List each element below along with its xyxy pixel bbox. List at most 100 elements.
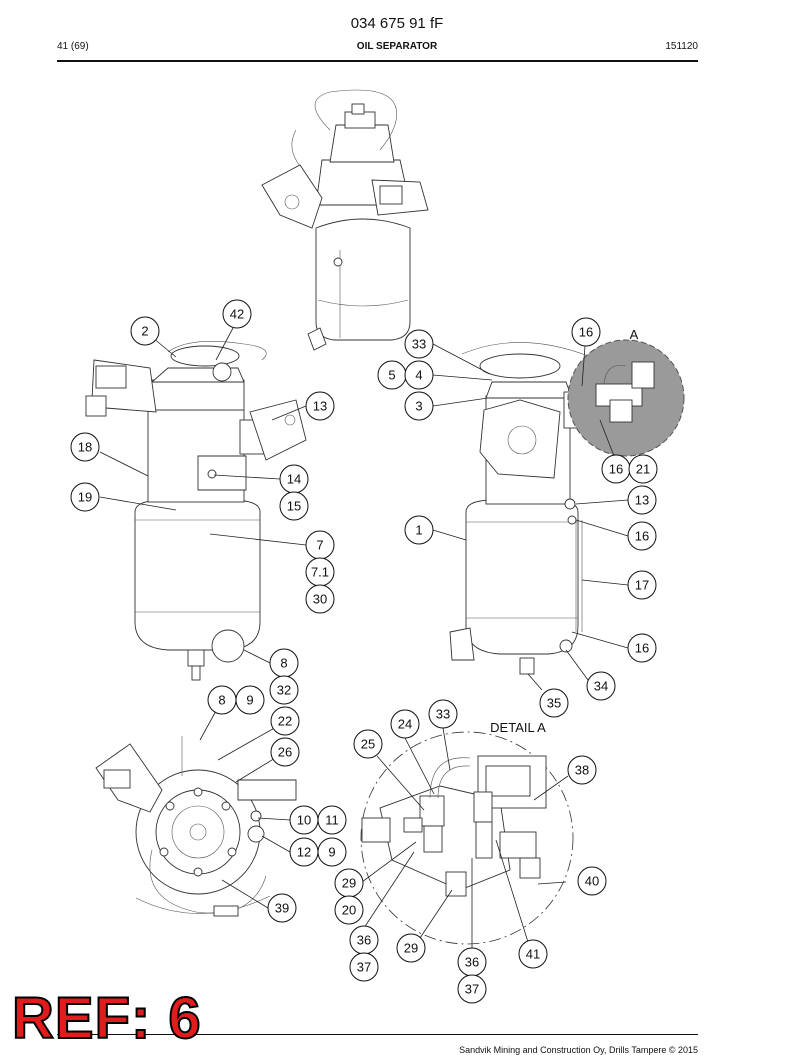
document-number: 034 675 91 fF xyxy=(350,15,444,32)
callout-16: 16 xyxy=(627,633,657,663)
callout-8: 8 xyxy=(269,648,299,678)
svg-text:39: 39 xyxy=(275,901,289,916)
svg-text:22: 22 xyxy=(278,714,292,729)
svg-text:16: 16 xyxy=(635,529,649,544)
callout-34: 34 xyxy=(586,671,616,701)
svg-text:25: 25 xyxy=(361,737,375,752)
callout-29: 29 xyxy=(334,868,364,898)
callout-16: 16 xyxy=(571,317,601,347)
callout-33: 33 xyxy=(428,699,458,729)
callout-12: 12 xyxy=(289,837,319,867)
callout-9: 9 xyxy=(317,837,347,867)
callout-22: 22 xyxy=(270,706,300,736)
callout-36: 36 xyxy=(349,925,379,955)
callout-13: 13 xyxy=(627,485,657,515)
svg-text:38: 38 xyxy=(575,763,589,778)
footer-copyright: Sandvik Mining and Construction Oy, Dril… xyxy=(459,1045,698,1055)
svg-text:5: 5 xyxy=(388,368,395,383)
svg-text:8: 8 xyxy=(218,693,225,708)
svg-text:18: 18 xyxy=(78,440,92,455)
callout-2: 2 xyxy=(130,316,160,346)
svg-text:30: 30 xyxy=(313,592,327,607)
svg-text:20: 20 xyxy=(342,903,356,918)
svg-text:26: 26 xyxy=(278,745,292,760)
section-title: OIL SEPARATOR xyxy=(356,41,438,52)
svg-text:15: 15 xyxy=(287,499,301,514)
svg-text:13: 13 xyxy=(313,399,327,414)
callout-38: 38 xyxy=(567,755,597,785)
ref-stamp: REF: 6 xyxy=(11,986,202,1051)
leader-lines xyxy=(99,327,629,950)
callout-7-1: 7.1 xyxy=(305,557,335,587)
callout-39: 39 xyxy=(267,893,297,923)
svg-text:10: 10 xyxy=(297,813,311,828)
svg-text:4: 4 xyxy=(415,368,422,383)
svg-text:19: 19 xyxy=(78,490,92,505)
callout-33: 33 xyxy=(404,329,434,359)
callout-26: 26 xyxy=(270,737,300,767)
detail-a-enlarged-circle xyxy=(360,731,574,945)
svg-text:9: 9 xyxy=(328,845,335,860)
footer-rule xyxy=(57,1034,698,1035)
svg-text:29: 29 xyxy=(342,876,356,891)
svg-text:2: 2 xyxy=(141,324,148,339)
svg-text:42: 42 xyxy=(230,307,244,322)
header-rule xyxy=(57,60,698,62)
callout-15: 15 xyxy=(279,491,309,521)
callout-16: 16 xyxy=(627,521,657,551)
top-down-view xyxy=(95,736,297,917)
svg-text:14: 14 xyxy=(287,472,301,487)
top-assembly-view xyxy=(261,89,429,351)
callout-42: 42 xyxy=(222,299,252,329)
svg-text:13: 13 xyxy=(635,493,649,508)
callout-5: 5 xyxy=(377,360,407,390)
svg-text:40: 40 xyxy=(585,874,599,889)
svg-text:37: 37 xyxy=(357,960,371,975)
svg-text:41: 41 xyxy=(526,947,540,962)
callout-14: 14 xyxy=(279,464,309,494)
svg-text:1: 1 xyxy=(415,523,422,538)
callout-20: 20 xyxy=(334,895,364,925)
callout-16: 16 xyxy=(601,454,631,484)
callout-37: 37 xyxy=(349,952,379,982)
svg-text:3: 3 xyxy=(415,399,422,414)
svg-text:34: 34 xyxy=(594,679,608,694)
callout-1: 1 xyxy=(404,515,434,545)
callout-24: 24 xyxy=(390,709,420,739)
svg-text:33: 33 xyxy=(412,337,426,352)
callout-40: 40 xyxy=(577,866,607,896)
view-marker-a: A xyxy=(630,327,639,342)
callout-8: 8 xyxy=(207,685,237,715)
callout-37: 37 xyxy=(457,974,487,1004)
svg-text:16: 16 xyxy=(609,462,623,477)
svg-text:12: 12 xyxy=(297,845,311,860)
svg-text:7: 7 xyxy=(316,538,323,553)
svg-text:36: 36 xyxy=(465,955,479,970)
right-side-view xyxy=(449,342,621,675)
detail-a-label: DETAIL A xyxy=(490,720,546,735)
callout-19: 19 xyxy=(70,482,100,512)
callout-7: 7 xyxy=(305,530,335,560)
callout-4: 4 xyxy=(404,360,434,390)
callout-17: 17 xyxy=(627,570,657,600)
svg-text:24: 24 xyxy=(398,717,412,732)
callout-32: 32 xyxy=(269,675,299,705)
svg-text:21: 21 xyxy=(636,462,650,477)
svg-text:16: 16 xyxy=(635,641,649,656)
page-count: 41 (69) xyxy=(57,41,89,52)
callout-30: 30 xyxy=(305,584,335,614)
callout-29: 29 xyxy=(396,933,426,963)
detail-a-marker-parts xyxy=(595,361,655,423)
svg-text:11: 11 xyxy=(325,813,339,828)
svg-text:17: 17 xyxy=(635,578,649,593)
callout-18: 18 xyxy=(70,432,100,462)
callout-35: 35 xyxy=(539,688,569,718)
callout-9: 9 xyxy=(235,685,265,715)
svg-text:8: 8 xyxy=(280,656,287,671)
svg-text:35: 35 xyxy=(547,696,561,711)
svg-text:36: 36 xyxy=(357,933,371,948)
left-side-view xyxy=(85,341,307,681)
callout-36: 36 xyxy=(457,947,487,977)
svg-text:7.1: 7.1 xyxy=(311,565,329,580)
